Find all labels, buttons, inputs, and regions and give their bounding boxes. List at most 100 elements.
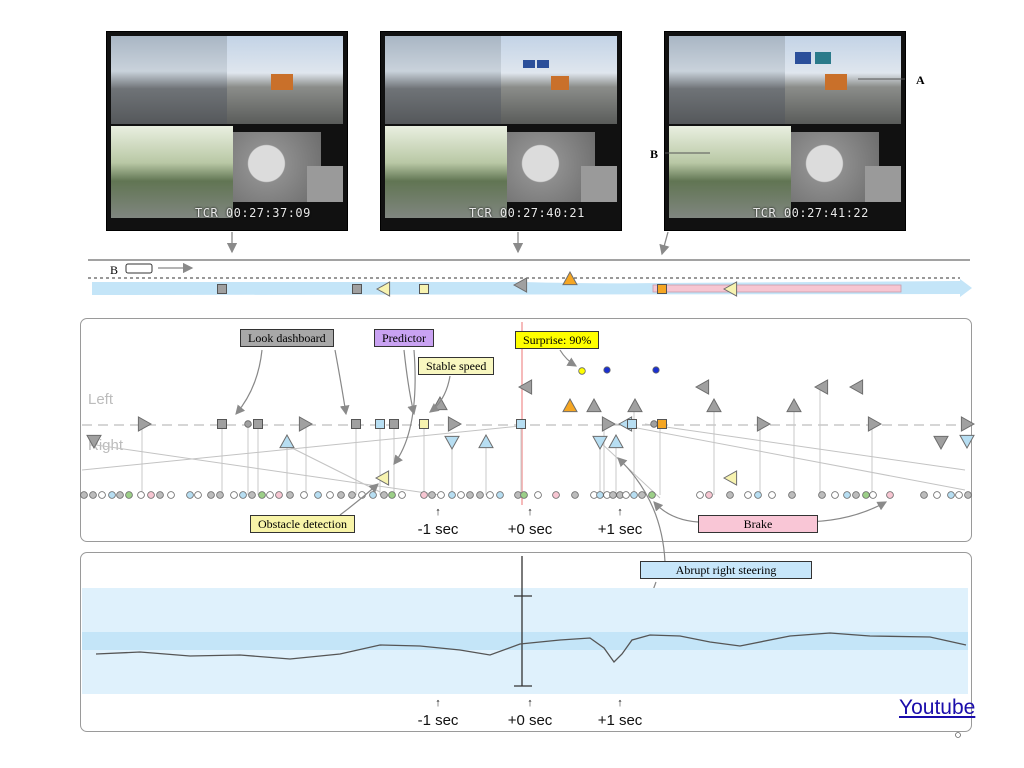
steering-band-inner [82, 632, 968, 650]
timeline-dot [920, 491, 928, 499]
timeline-dot [116, 491, 124, 499]
camera-side-road [111, 126, 233, 218]
timeline-dot [147, 491, 155, 499]
event-blue-square [516, 419, 526, 429]
event-gray-triangle [447, 416, 463, 432]
camera-side-road [669, 126, 791, 218]
camera-front-zoom [501, 36, 617, 124]
timeline-dot [207, 491, 215, 499]
timeline-dot [947, 491, 955, 499]
correlation-line [285, 444, 381, 493]
pointer-surprise [559, 349, 578, 367]
timeline-dot [818, 491, 826, 499]
camera-pedals [581, 166, 617, 202]
event-blue-triangle [608, 433, 624, 449]
overview-b-label: B [110, 263, 119, 277]
pointer-look-dashboard [235, 349, 263, 415]
page-dot [955, 732, 961, 738]
correlation-line [81, 425, 521, 471]
timeline-dot [705, 491, 713, 499]
timeline-dot [428, 491, 436, 499]
camera-side-road [385, 126, 507, 218]
overview-yellow-triangle [375, 281, 391, 297]
timeline-dot [230, 491, 238, 499]
label-stable-speed: Stable speed [418, 357, 495, 375]
event-gray-triangle [694, 379, 710, 395]
event-gray-triangle [586, 397, 602, 413]
timeline-dot [98, 491, 106, 499]
event-blue-triangle [478, 433, 494, 449]
event-yellow-dot [578, 367, 586, 375]
vehicle-b-icon [125, 263, 153, 274]
timeline-dot [552, 491, 560, 499]
label-obstacle-detection: Obstacle detection [250, 515, 355, 533]
overview-gray-square [217, 284, 227, 294]
pointer-stable-speed [429, 375, 451, 413]
overview-timeline-band [92, 279, 972, 297]
timeline-dot [648, 491, 656, 499]
event-gray-square [389, 419, 399, 429]
steering-tick-plus1: ↑+1 sec [597, 697, 643, 729]
event-gray-triangle [517, 379, 533, 395]
timeline-dot [933, 491, 941, 499]
video-frame-1: TCR 00:27:37:09 [106, 31, 348, 231]
timeline-dot [108, 491, 116, 499]
camera-front-road [669, 36, 785, 124]
timeline-dot [348, 491, 356, 499]
event-blue-square [627, 419, 637, 429]
label-abrupt-right-steering: Abrupt right steering [640, 561, 812, 579]
pointer-brake [653, 501, 699, 523]
timeline-dot [768, 491, 776, 499]
timeline-dot [886, 491, 894, 499]
timecode: TCR 00:27:37:09 [195, 206, 311, 220]
timeline-dot [89, 491, 97, 499]
steering-tick-zero: ↑+0 sec [507, 697, 553, 729]
timeline-dot [258, 491, 266, 499]
timeline-dot [248, 491, 256, 499]
event-yellow-triangle [374, 470, 390, 486]
event-blue-dot [652, 366, 660, 374]
timeline-dot [137, 491, 145, 499]
pointer-abrupt-steering [617, 457, 666, 563]
label-brake: Brake [698, 515, 818, 533]
youtube-link[interactable]: Youtube [899, 696, 976, 719]
timeline-dot [831, 491, 839, 499]
timeline-dot [843, 491, 851, 499]
timeline-dot [486, 491, 494, 499]
steering-tick-minus1: ↑-1 sec [417, 697, 459, 729]
correlation-line [644, 423, 966, 471]
timeline-dot [398, 491, 406, 499]
event-gray-triangle [933, 435, 949, 451]
event-gray-triangle [813, 379, 829, 395]
correlation-line [615, 423, 966, 491]
event-blue-triangle [279, 433, 295, 449]
camera-front-road [385, 36, 501, 124]
event-blue-dot [603, 366, 611, 374]
timeline-dot [286, 491, 294, 499]
timeline-dot [239, 491, 247, 499]
timeline-dot [788, 491, 796, 499]
events-tick-plus1: ↑+1 sec [597, 506, 643, 538]
event-gray-dot [244, 420, 252, 428]
timeline-dot [630, 491, 638, 499]
timeline-dot [420, 491, 428, 499]
pointer-look-dashboard [334, 349, 350, 416]
callout-b: B [650, 147, 659, 161]
events-tick-zero: ↑+0 sec [507, 506, 553, 538]
timeline-dot [457, 491, 465, 499]
timeline-dot [337, 491, 345, 499]
camera-driver-face [791, 132, 879, 202]
timeline-dot [696, 491, 704, 499]
events-panel [80, 318, 972, 542]
timeline-dot [596, 491, 604, 499]
timeline-dot [326, 491, 334, 499]
callout-a: A [916, 73, 925, 87]
timeline-dot [476, 491, 484, 499]
camera-front-road [111, 36, 227, 124]
event-gray-square [217, 419, 227, 429]
timeline-dot [726, 491, 734, 499]
event-gray-triangle [867, 416, 883, 432]
timecode: TCR 00:27:41:22 [753, 206, 869, 220]
event-gray-triangle [706, 397, 722, 413]
timeline-dot [314, 491, 322, 499]
